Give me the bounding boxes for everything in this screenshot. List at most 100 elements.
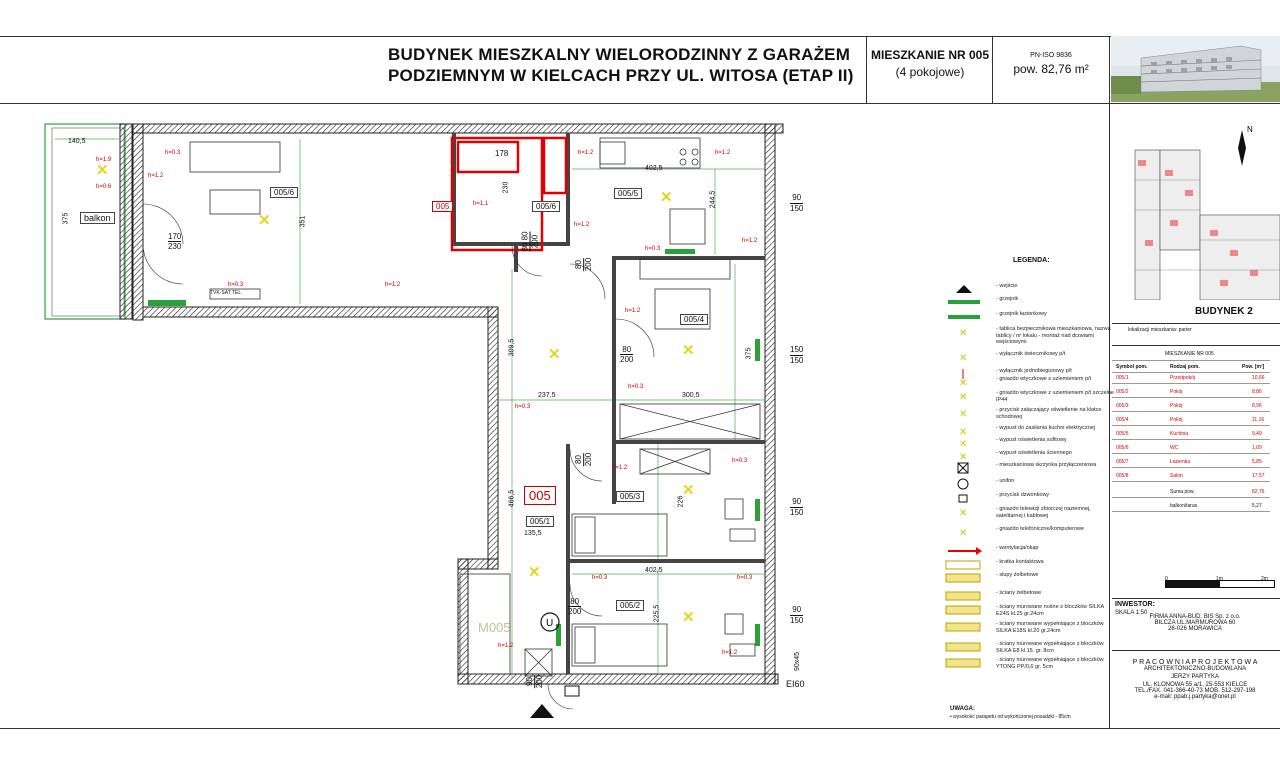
inner-walls: [452, 133, 765, 674]
dim-label: 402,5: [645, 567, 663, 574]
ceiling-light-mark: ✕: [682, 609, 695, 626]
site-plan-map: N: [1134, 125, 1280, 300]
dimension-lines: [55, 138, 765, 679]
legend-text: - mieszkaniowa skrzynka przyłączeniowa: [996, 462, 1097, 468]
header-divider: [1109, 36, 1110, 104]
legend-item: - unifon: [938, 477, 1108, 491]
legend-text: - gniazdo telewizji zbiorczej naziemnej,…: [996, 506, 1091, 519]
building-photo: [1111, 36, 1280, 102]
svg-text:✕: ✕: [959, 452, 967, 463]
svg-text:✕: ✕: [959, 378, 967, 389]
height-mark: h=1.2: [742, 238, 758, 244]
dim-label: 375: [62, 212, 70, 225]
dim-label: 375: [745, 347, 753, 360]
dim-label: 244,5: [709, 190, 717, 209]
dim-label: 135,5: [524, 530, 542, 537]
svg-text:✕: ✕: [959, 409, 967, 420]
legend-text: - przycisk załączający oświetlenie na kl…: [996, 407, 1102, 420]
height-mark: h=0.3: [645, 246, 661, 252]
dim-label: 226: [677, 495, 685, 508]
header-divider: [992, 36, 993, 104]
header-bottom-rule: [0, 103, 1280, 104]
watermark-label: M005: [478, 620, 511, 635]
legend-text: - ściany murowane wypełniające z bloczkó…: [996, 621, 1104, 634]
legend-text: - grzejnik: [996, 296, 1019, 302]
legend-symbol-icon: [938, 589, 988, 603]
building-photo-image: [1111, 36, 1280, 102]
dim-label: 237,5: [538, 392, 556, 399]
legend-text: - ściany murowane wypełniające z bloczkó…: [996, 657, 1104, 670]
height-mark: h=1.1: [473, 201, 489, 207]
svg-text:✕: ✕: [959, 439, 967, 450]
entrance-door-rating: EI60: [786, 679, 805, 689]
legend-symbol-icon: [938, 367, 988, 381]
legend-text: - wypust do zasilania kuchni elektryczne…: [996, 425, 1096, 431]
legend-symbol-icon: [938, 571, 988, 585]
legend-item: ✕- wyłącznik świecznikowy p/t: [938, 350, 1108, 364]
designer-block: P R A C O W N I A P R O J E K T O W A AR…: [1132, 659, 1258, 700]
header-divider: [866, 36, 867, 104]
table-header: Symbol pom. Rodzaj pom. Pow. [m²]: [1112, 360, 1270, 373]
height-mark: h=1.2: [385, 282, 401, 288]
height-mark: h=0.3: [165, 150, 181, 156]
legend-text: - gniazdo wtyczkowe z uziemieniem p/t: [996, 376, 1092, 382]
title-line-1: BUDYNEK MIESZKALNY WIELORODZINNY Z GARAŻ…: [388, 45, 851, 64]
height-mark: h=1.2: [498, 643, 514, 649]
svg-text:✕: ✕: [959, 427, 967, 438]
svg-text:✕: ✕: [959, 392, 967, 403]
room-label-wc: 005/6: [532, 201, 561, 212]
height-mark: h=1.2: [625, 308, 641, 314]
side-door-label: 90x45: [794, 651, 802, 672]
title-line-2: PODZIEMNYM W KIELCACH PRZY UL. WITOSA (E…: [388, 66, 854, 85]
legend-item: ✕- tablica bezpiecznikowa mieszkaniowa, …: [938, 325, 1111, 345]
floor-plan: U: [44, 123, 784, 718]
svg-text:✕: ✕: [959, 508, 967, 519]
legend-text: - unifon: [996, 478, 1015, 484]
legend-symbol-icon: [938, 491, 988, 505]
room-label-room3: 005/3: [616, 491, 645, 502]
dim-label: 300,5: [682, 392, 700, 399]
legend-text: - słupy żelbetowe: [996, 572, 1039, 578]
balcony: [44, 123, 133, 320]
legend-item: - ściany murowane wypełniające z bloczkó…: [938, 620, 1108, 634]
height-mark: h=1.2: [578, 150, 594, 156]
legend-item: - słupy żelbetowe: [938, 571, 1108, 585]
legend-symbol-icon: [938, 620, 988, 634]
legend-symbol-icon: ✕: [938, 449, 988, 463]
height-mark: h=0.3: [228, 282, 244, 288]
investor-block: FIRMA ANNA-BUD. BIS Sp. z o.o. BILCZA UL…: [1149, 614, 1241, 632]
height-mark: h=0.3: [515, 404, 531, 410]
legend-symbol-icon: [938, 640, 988, 654]
ceiling-light-mark: ✕: [548, 346, 561, 363]
sidebar-divider: [1109, 104, 1110, 728]
north-arrow-icon: [1238, 130, 1246, 166]
legend-symbol-icon: [938, 295, 988, 309]
legend-item: - grzejnik łazienkowy: [938, 310, 1108, 324]
height-mark: h=1.9: [96, 157, 112, 163]
legend-text: - wypust oświetlenia ściennego: [996, 450, 1072, 456]
legend-text: - wyłącznik świecznikowy p/t: [996, 351, 1066, 357]
legend-symbol-icon: ✕: [938, 505, 988, 519]
dim-label: 466,5: [508, 489, 516, 508]
scale-label: SKALA 1:50: [1115, 610, 1148, 616]
dim-label: 309,5: [508, 338, 516, 357]
height-mark: h=1.2: [574, 222, 590, 228]
legend-symbol-icon: [938, 310, 988, 324]
building-label: BUDYNEK 2: [1195, 306, 1253, 317]
apartment-label: 005: [524, 486, 556, 505]
dim-label: 402,5: [645, 165, 663, 172]
legend-text: - gniazdo wtyczkowe z uziemieniem p/t sz…: [996, 390, 1114, 403]
legend-item: - ściany murowane wypełniające z bloczkó…: [938, 640, 1108, 654]
legend-text: - ściany murowane nośne z bloczków SILKA…: [996, 604, 1104, 617]
dim-label: 225,5: [653, 604, 661, 623]
table-title: MIESZKANIE NR 005: [1165, 351, 1214, 357]
